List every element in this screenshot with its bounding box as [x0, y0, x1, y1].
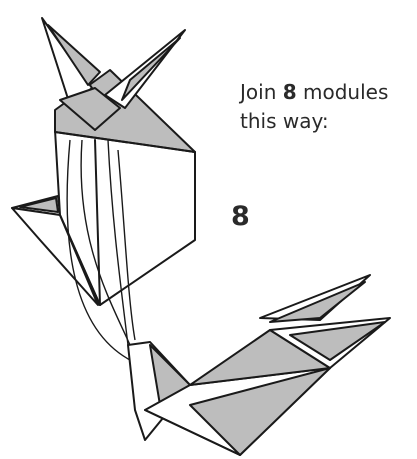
instruction-line2: this way:	[240, 109, 329, 133]
upper-module	[12, 18, 195, 360]
lower-module	[128, 275, 390, 455]
step-number: 8	[231, 201, 250, 232]
instruction-suffix: modules	[297, 80, 389, 104]
instruction-prefix: Join	[240, 80, 283, 104]
module-count: 8	[283, 80, 297, 104]
join-instruction: Join 8 modules this way:	[240, 78, 415, 136]
